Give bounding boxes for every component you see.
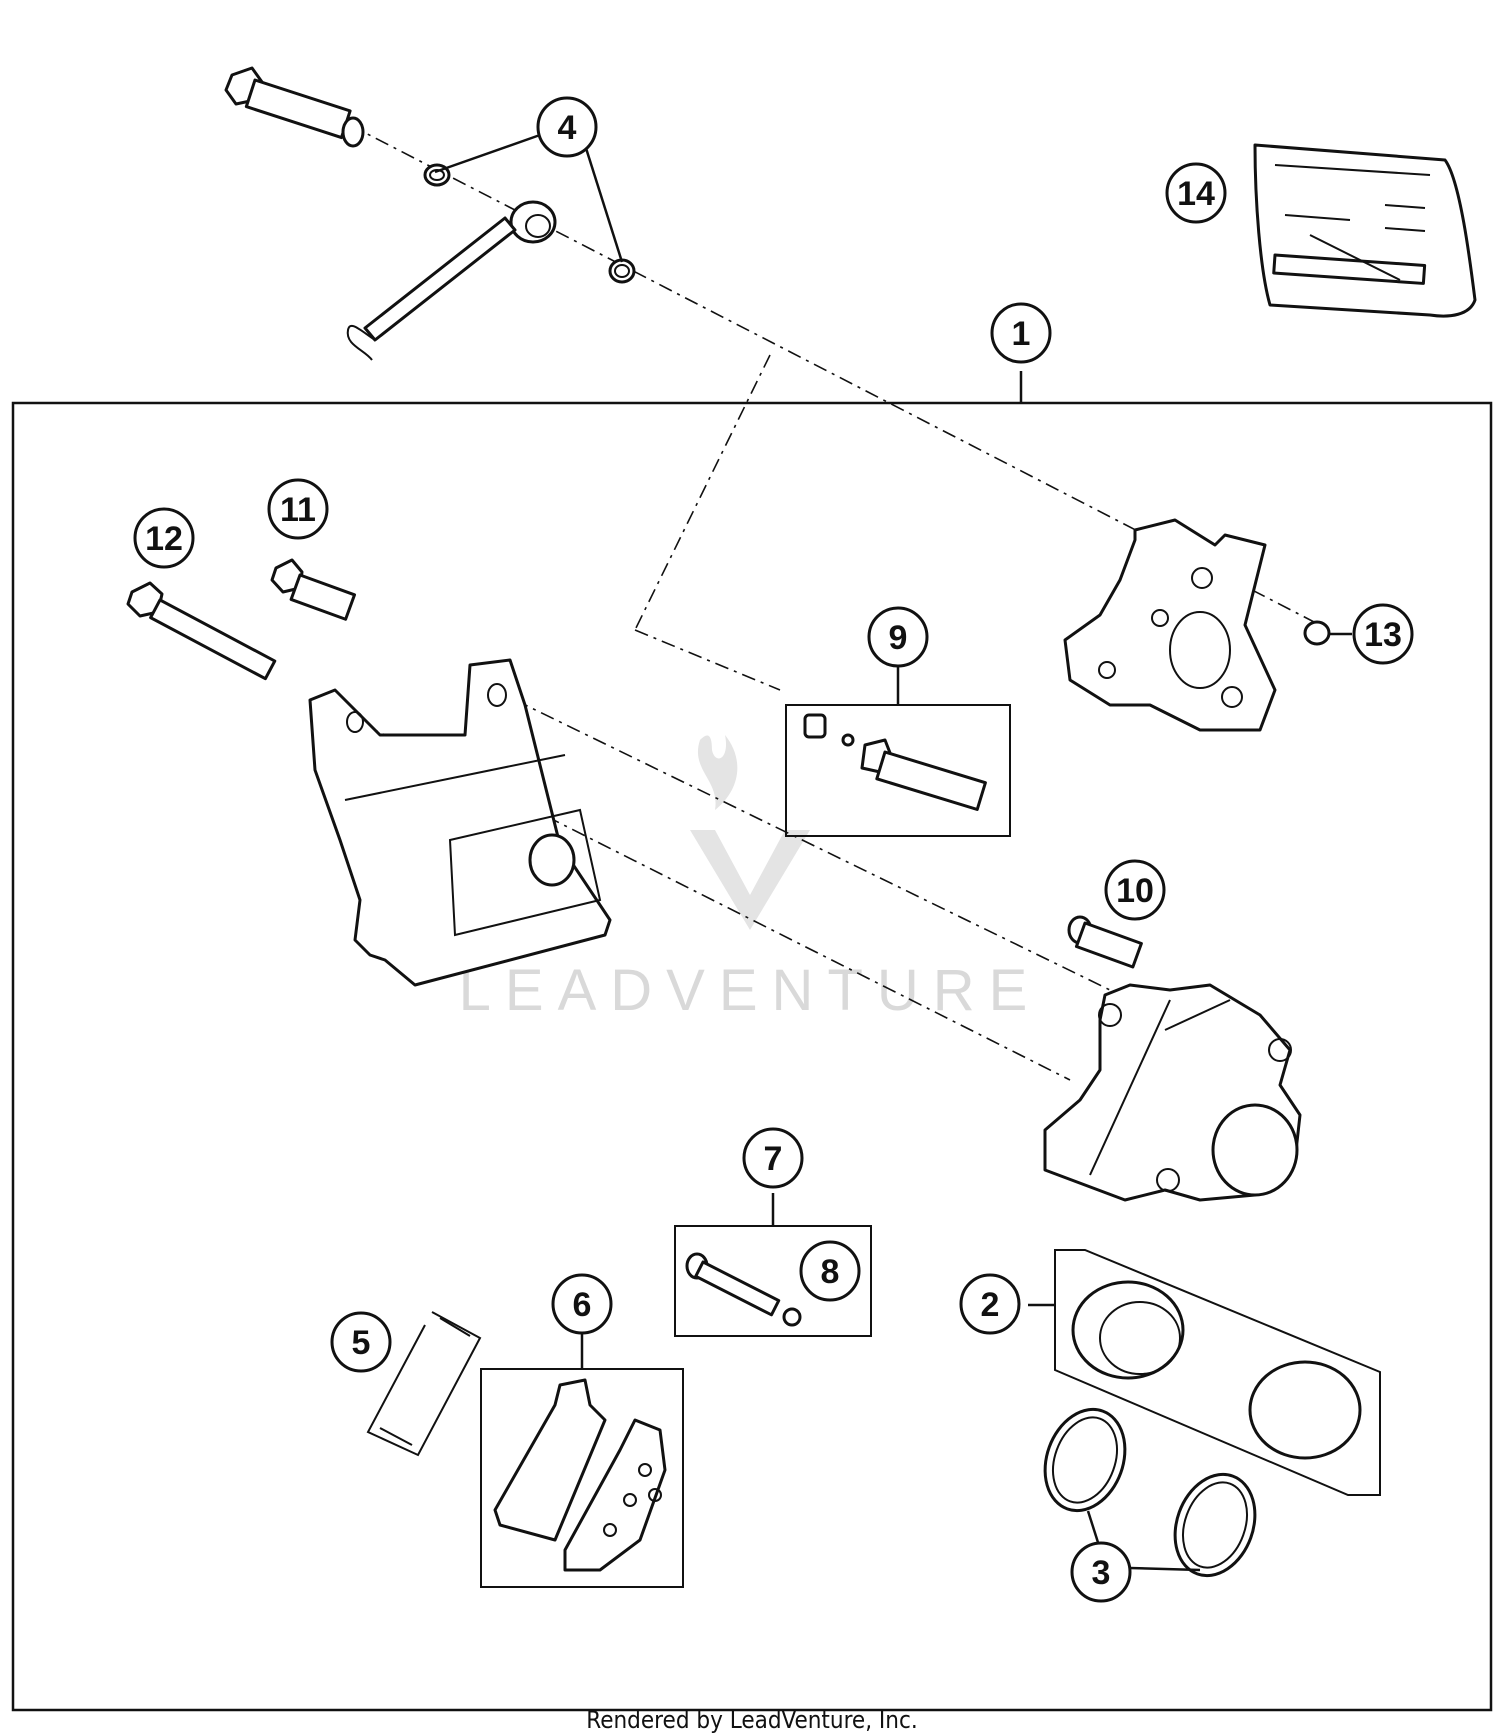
callout-4: 4	[536, 96, 598, 158]
callout-10: 10	[1104, 859, 1166, 921]
watermark: LEADVENTURE	[459, 735, 1042, 1023]
caliper-support	[308, 658, 612, 987]
bolt-12	[126, 581, 277, 681]
banjo-bolt-assembly	[224, 66, 636, 361]
spring-5	[366, 1311, 482, 1457]
kit-frame	[11, 401, 1493, 1712]
callout-1-label: 1	[1012, 315, 1031, 353]
callout-10-label: 10	[1116, 872, 1154, 910]
callout-14-label: 14	[1177, 175, 1215, 213]
callout-13: 13	[1352, 603, 1414, 665]
callout-13-label: 13	[1364, 616, 1402, 654]
callout-5-label: 5	[352, 1324, 371, 1362]
callout-5: 5	[330, 1311, 392, 1373]
caliper-rear-half	[1063, 518, 1331, 732]
callout-9-label: 9	[889, 619, 908, 657]
footer-credit: Rendered by LeadVenture, Inc.	[586, 1706, 917, 1733]
bolt-10	[1067, 915, 1143, 969]
callout-8: 8	[799, 1240, 861, 1302]
callout-9: 9	[867, 606, 929, 668]
pistons-box	[1054, 1249, 1381, 1496]
callout-12-label: 12	[145, 520, 183, 558]
callout-1: 1	[990, 302, 1052, 364]
caliper-body	[1043, 983, 1302, 1202]
assembly-paste-14	[1253, 143, 1477, 318]
callout-2-label: 2	[981, 1286, 1000, 1324]
callout-12: 12	[133, 507, 195, 569]
pistons-2	[1028, 1249, 1381, 1496]
callout-14: 14	[1165, 162, 1227, 224]
callout-3-label: 3	[1092, 1554, 1111, 1592]
callout-6: 6	[551, 1273, 613, 1335]
callout-11-label: 11	[280, 491, 316, 529]
callout-7-label: 7	[764, 1140, 783, 1178]
bleed-screw-kit-9	[785, 665, 1011, 837]
bolt-11	[270, 558, 357, 621]
pin-kit-7	[674, 1193, 872, 1337]
callout-4-label: 4	[558, 109, 577, 147]
piston-seals-3	[1043, 1407, 1257, 1578]
callout-7: 7	[742, 1127, 804, 1189]
watermark-text: LEADVENTURE	[459, 958, 1042, 1023]
callout-2: 2	[959, 1273, 1021, 1335]
leaders	[434, 133, 624, 263]
callout-3: 3	[1070, 1541, 1132, 1603]
callout-8-label: 8	[821, 1253, 840, 1291]
callout-11: 11	[267, 478, 329, 540]
brake-pads-6	[480, 1330, 684, 1588]
callout-6-label: 6	[573, 1286, 592, 1324]
